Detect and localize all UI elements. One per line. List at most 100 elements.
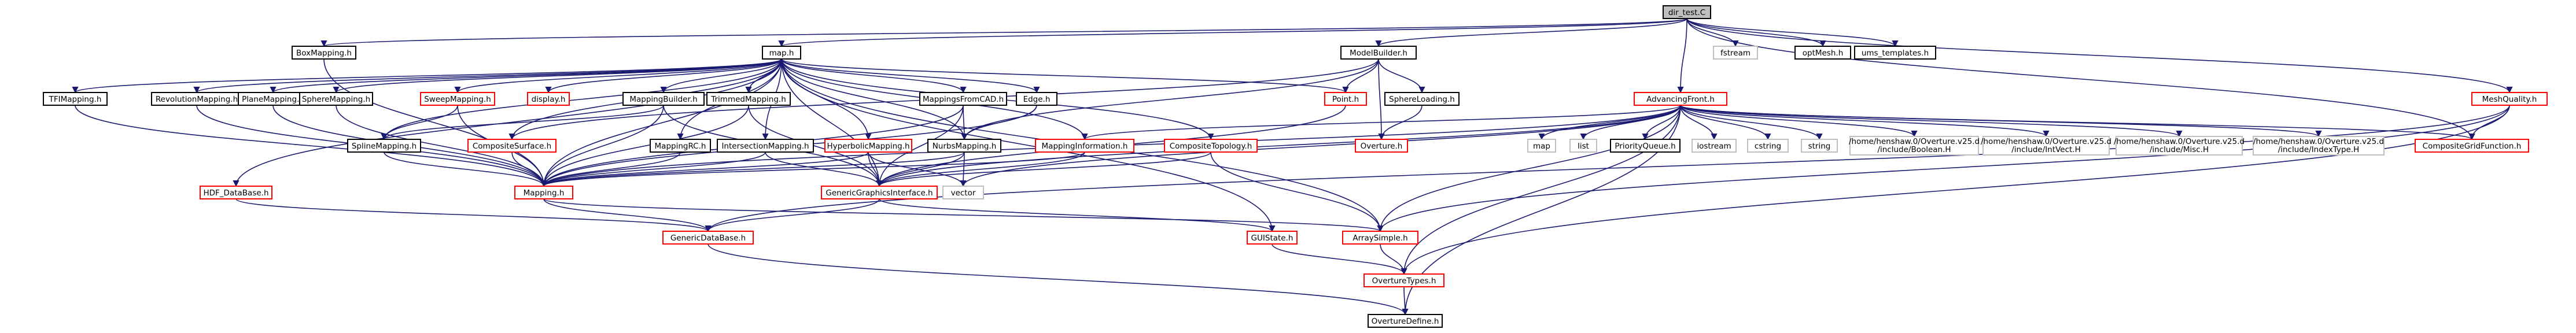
- node-sweepmap[interactable]: SweepMapping.h: [420, 92, 495, 106]
- edge-maph-to-mappingh: [540, 58, 782, 187]
- edge-maph-to-mapbuilder: [660, 58, 782, 94]
- node-trimmedmap[interactable]: TrimmedMapping.h: [706, 92, 791, 106]
- edge-arraysimple-to-overturetypes: [1380, 243, 1407, 275]
- edge-maph-to-splinemap: [381, 58, 782, 140]
- node-label-comptopo: CompositeTopology.h: [1170, 142, 1252, 151]
- edge-gengraph-to-genericdb: [705, 198, 880, 232]
- node-label-meshquality: MeshQuality.h: [2482, 95, 2537, 104]
- node-label-vector: vector: [951, 188, 976, 198]
- node-mappingh[interactable]: Mapping.h: [514, 186, 573, 199]
- node-label-sphereloading: SphereLoading.h: [1389, 95, 1455, 104]
- node-revmap[interactable]: RevolutionMapping.h: [151, 92, 242, 106]
- node-spheremap[interactable]: SphereMapping.h: [299, 92, 373, 106]
- node-label-boolean-line2: /include/Boolean.H: [1877, 145, 1951, 154]
- node-label-overture: Overture.h: [1361, 142, 1403, 151]
- node-pointh[interactable]: Point.h: [1324, 92, 1367, 106]
- node-meshquality[interactable]: MeshQuality.h: [2471, 92, 2548, 106]
- node-guistate[interactable]: GUIState.h: [1247, 231, 1298, 245]
- node-label-root: dir_test.C: [1668, 8, 1705, 17]
- node-mapfromcad[interactable]: MappingsFromCAD.h: [919, 92, 1007, 106]
- node-ums[interactable]: ums_templates.h: [1854, 46, 1936, 60]
- node-label-ums: ums_templates.h: [1862, 49, 1929, 58]
- node-intvect: /home/henshaw.0/Overture.v25.d/include/I…: [1981, 136, 2111, 156]
- node-edgeh[interactable]: Edge.h: [1016, 92, 1057, 106]
- node-misc: /home/henshaw.0/Overture.v25.d/include/M…: [2114, 136, 2245, 156]
- edge-mappingh-to-genericdb: [543, 198, 712, 232]
- node-comptopo[interactable]: CompositeTopology.h: [1164, 139, 1258, 153]
- edge-sphereloading-to-overture: [1378, 105, 1422, 140]
- edge-advfront-to-mapinfo: [1081, 105, 1681, 140]
- node-label-mapinfo: MappingInformation.h: [1042, 142, 1128, 151]
- node-genericdb[interactable]: GenericDataBase.h: [662, 231, 754, 245]
- edge-root-to-modelbuilder: [1375, 18, 1687, 47]
- node-indextype: /home/henshaw.0/Overture.v25.d/include/I…: [2253, 136, 2385, 156]
- node-display[interactable]: display.h: [527, 92, 570, 106]
- edge-maprc-to-mappingh: [540, 151, 681, 187]
- node-label-iostream: iostream: [1697, 142, 1731, 151]
- node-label-display: display.h: [532, 95, 566, 104]
- edge-mappingh-to-arraysimple: [543, 198, 1384, 232]
- node-label-pqueue: PriorityQueue.h: [1615, 142, 1675, 151]
- edge-hypermap-to-mappingh: [540, 151, 869, 187]
- node-label-nurbsmap: NurbsMapping.h: [933, 142, 997, 151]
- node-label-mapfromcad: MappingsFromCAD.h: [923, 95, 1004, 104]
- node-pqueue[interactable]: PriorityQueue.h: [1610, 139, 1681, 153]
- node-overture[interactable]: Overture.h: [1355, 139, 1408, 153]
- node-label-misc-line1: /home/henshaw.0/Overture.v25.d: [2114, 137, 2245, 146]
- edge-maph-to-tfimap: [72, 58, 782, 94]
- edge-advfront-to-vector: [960, 105, 1681, 187]
- edge-nurbsmap-to-mappingh: [540, 151, 965, 187]
- node-maph[interactable]: map.h: [762, 46, 801, 60]
- node-label-edgeh: Edge.h: [1023, 95, 1051, 104]
- node-label-fstream: fstream: [1720, 49, 1750, 58]
- edge-root-to-compgridfn: [1686, 18, 2475, 140]
- node-label-optmesh: optMesh.h: [1803, 49, 1844, 58]
- edge-layer: [72, 18, 2513, 316]
- node-maprc[interactable]: MappingRC.h: [650, 139, 711, 153]
- node-label-hdfdb: HDF_DataBase.h: [203, 188, 268, 198]
- node-hypermap[interactable]: HyperbolicMapping.h: [824, 139, 912, 153]
- node-optmesh[interactable]: optMesh.h: [1794, 46, 1851, 60]
- node-modelbuilder[interactable]: ModelBuilder.h: [1340, 46, 1417, 60]
- node-gengraph[interactable]: GenericGraphicsInterface.h: [821, 186, 938, 199]
- node-label-revmap: RevolutionMapping.h: [156, 95, 238, 104]
- edge-maph-to-mapfromcad: [781, 58, 967, 94]
- node-sphereloading[interactable]: SphereLoading.h: [1384, 92, 1460, 106]
- node-splinemap[interactable]: SplineMapping.h: [347, 139, 421, 153]
- node-label-mapbuilder: MappingBuilder.h: [629, 95, 697, 104]
- node-compsurface[interactable]: CompositeSurface.h: [467, 139, 557, 153]
- edge-mapbuilder-to-splinemap: [381, 105, 664, 140]
- node-label-overturetypes: OvertureTypes.h: [1372, 276, 1436, 286]
- node-intersectmap[interactable]: IntersectionMapping.h: [717, 139, 814, 153]
- edge-mapinfo-to-gengraph: [876, 151, 1085, 187]
- node-overturetypes[interactable]: OvertureTypes.h: [1363, 273, 1444, 287]
- node-vector: vector: [942, 186, 984, 199]
- node-label-planemap: PlaneMapping.h: [242, 95, 304, 104]
- edge-advfront-to-misc: [1680, 105, 2183, 138]
- node-arraysimple[interactable]: ArraySimple.h: [1342, 231, 1418, 245]
- edge-maph-to-planemap: [270, 58, 782, 94]
- node-boolean: /home/henshaw.0/Overture.v25.d/include/B…: [1849, 136, 1980, 156]
- node-tfimap[interactable]: TFIMapping.h: [43, 92, 108, 106]
- node-planemap[interactable]: PlaneMapping.h: [238, 92, 308, 106]
- node-hdfdb[interactable]: HDF_DataBase.h: [200, 186, 272, 199]
- node-compgridfn[interactable]: CompositeGridFunction.h: [2415, 139, 2529, 153]
- edge-edgeh-to-nurbsmap: [961, 105, 1037, 140]
- node-label-intvect-line1: /home/henshaw.0/Overture.v25.d: [1981, 137, 2111, 146]
- node-label-sweepmap: SweepMapping.h: [424, 95, 491, 104]
- edge-advfront-to-intvect: [1680, 105, 2050, 138]
- node-boxmapping[interactable]: BoxMapping.h: [292, 46, 356, 60]
- node-nurbsmap[interactable]: NurbsMapping.h: [927, 139, 1001, 153]
- node-mapbuilder[interactable]: MappingBuilder.h: [622, 92, 705, 106]
- edge-root-to-ums: [1686, 18, 1899, 47]
- node-mapinfo[interactable]: MappingInformation.h: [1035, 139, 1134, 153]
- node-overturedefine[interactable]: OvertureDefine.h: [1368, 314, 1443, 328]
- edge-meshquality-to-overturetypes: [1401, 105, 2510, 275]
- node-label-intersectmap: IntersectionMapping.h: [721, 142, 809, 151]
- node-advfront[interactable]: AdvancingFront.h: [1634, 92, 1727, 106]
- node-label-guistate: GUIState.h: [1251, 234, 1293, 243]
- node-label-cstring: cstring: [1755, 142, 1781, 151]
- node-label-compsurface: CompositeSurface.h: [473, 142, 551, 151]
- node-root[interactable]: dir_test.C: [1663, 5, 1711, 19]
